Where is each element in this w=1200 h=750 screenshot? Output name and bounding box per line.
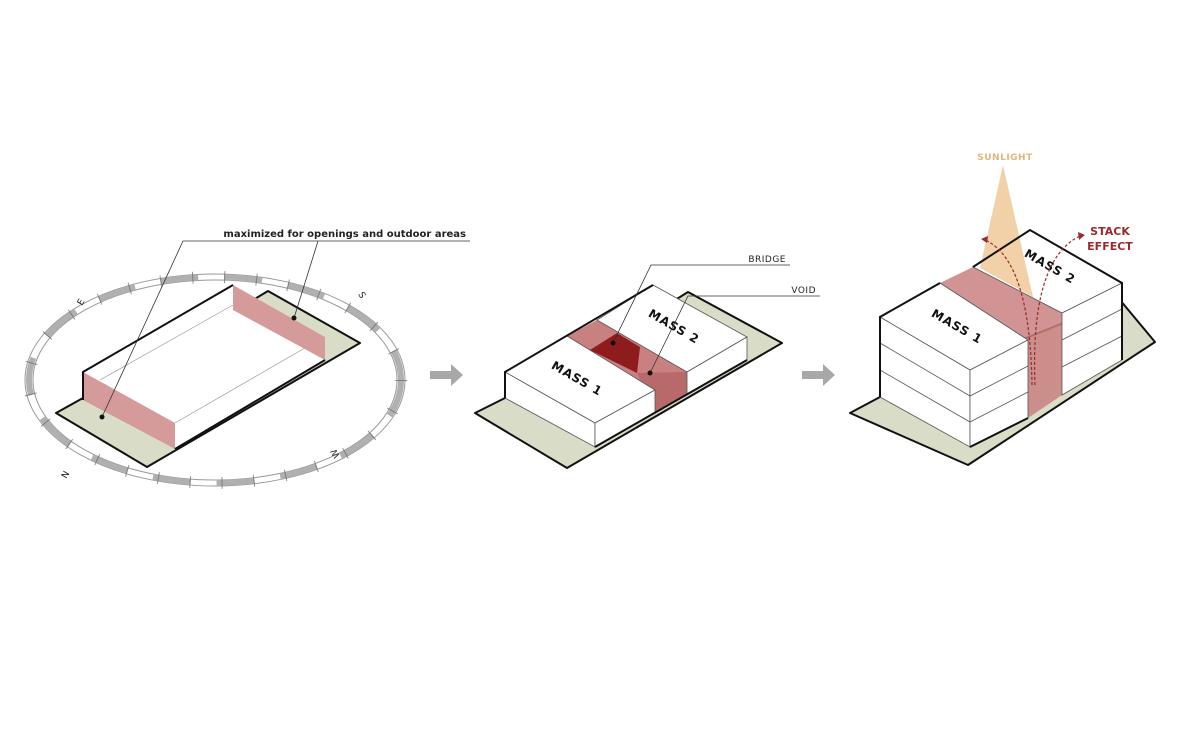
stack-label-line2: EFFECT (1087, 240, 1133, 253)
void-label: VOID (791, 286, 816, 296)
compass-west: W (329, 446, 342, 459)
opening-wall-back (233, 285, 325, 360)
void-floor (637, 372, 687, 412)
bridge (590, 333, 640, 373)
diagram-site-orientation: E S W N maximized for openings and outdo… (23, 229, 470, 489)
void-volume (940, 267, 1062, 418)
stack-effect-arrows (984, 235, 1081, 386)
sunlight-beam (980, 165, 1033, 297)
void-leader (649, 295, 820, 374)
arrow-icon (802, 364, 835, 386)
annotation-label: maximized for openings and outdoor areas (223, 229, 466, 240)
sunlight-label: SUNLIGHT (977, 153, 1033, 163)
diagram-split-masses: MASS 1 MASS 2 BRIDGE VOID (474, 255, 820, 469)
bridge-label: BRIDGE (748, 255, 786, 265)
compass-east: E (76, 297, 88, 307)
bridge-leader (612, 264, 790, 344)
stack-label-line1: STACK (1090, 225, 1130, 238)
diagram-stacked-masses: MASS 1 MASS 2 SUNLIGHT STACK EFFECT (849, 153, 1156, 466)
building-front (175, 337, 325, 449)
opening-wall-front (83, 372, 175, 449)
leader-line (101, 240, 470, 418)
compass-north: N (58, 469, 70, 480)
arrow-icon (430, 364, 463, 386)
compass-ring (23, 271, 407, 489)
compass-south: S (355, 291, 367, 301)
